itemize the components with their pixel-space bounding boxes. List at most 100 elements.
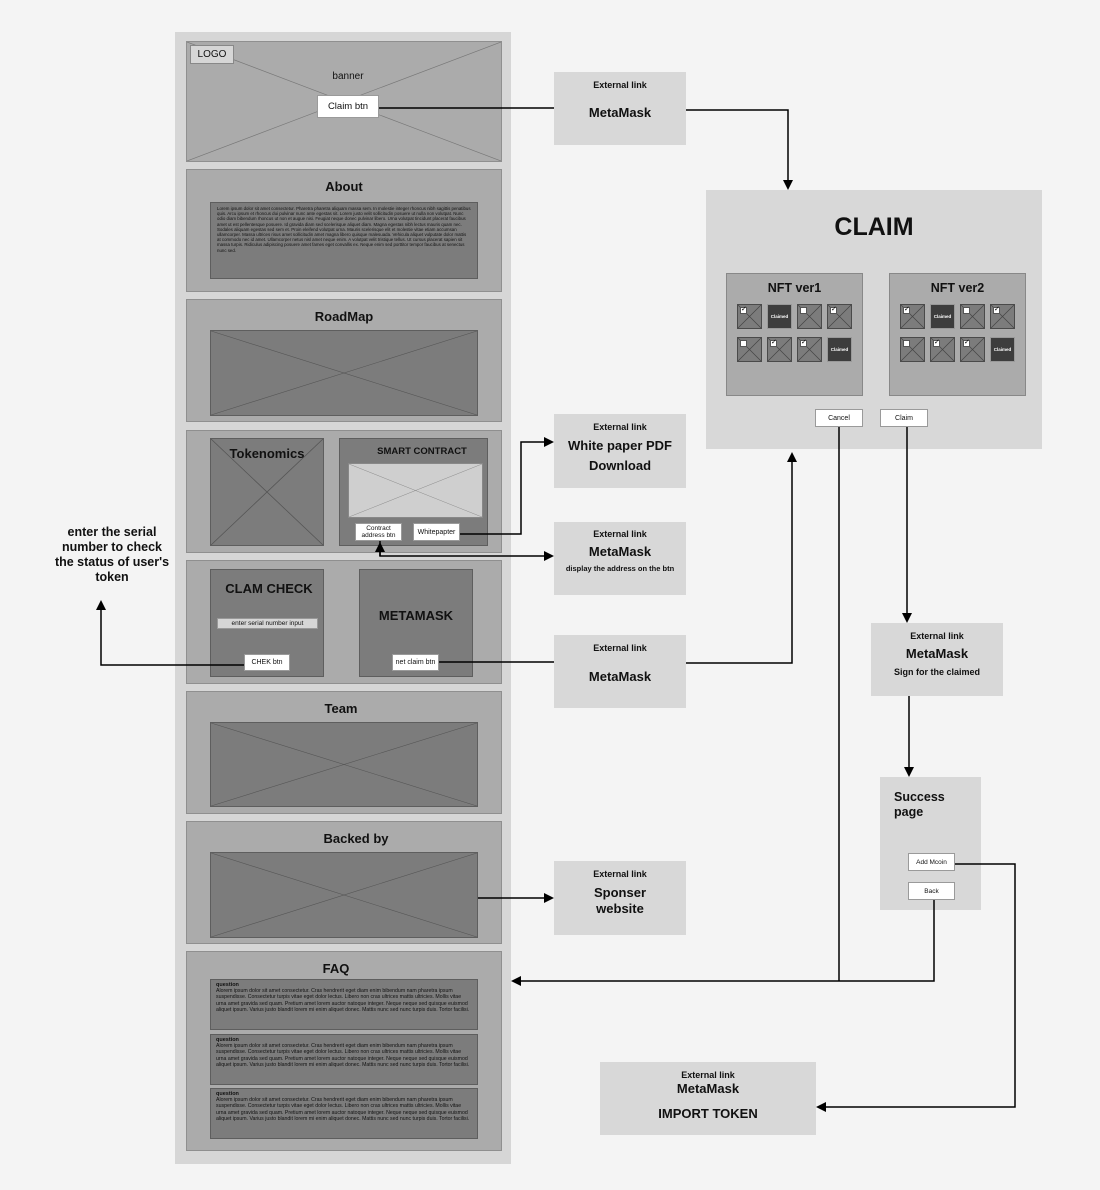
nft-cell[interactable] xyxy=(797,304,822,329)
nft-ver2-title: NFT ver2 xyxy=(930,281,985,295)
nft-cell[interactable] xyxy=(900,337,925,362)
nft-claimed-cell[interactable]: Claimed xyxy=(990,337,1015,362)
nft-cell[interactable] xyxy=(900,304,925,329)
team-image xyxy=(210,722,478,807)
checked-checkbox[interactable] xyxy=(800,338,807,347)
sign-claimed-note: Sign for the claimed xyxy=(893,667,980,677)
nft-ver1-panel xyxy=(726,273,863,396)
backed-by-image xyxy=(210,852,478,938)
external-metamask-address[interactable]: External link MetaMask display the addre… xyxy=(554,522,686,595)
checked-checkbox[interactable] xyxy=(740,305,747,314)
smart-contract-title: SMART CONTRACT xyxy=(377,446,467,457)
add-mcoin-button[interactable]: Add Mcoin xyxy=(908,853,955,871)
faq-item[interactable]: question Alorem ipsum dolor sit amet con… xyxy=(210,1088,478,1139)
faq-answer: Alorem ipsum dolor sit amet consectetur.… xyxy=(216,988,470,1013)
nft-cell[interactable] xyxy=(767,337,792,362)
claim-button[interactable]: Claim btn xyxy=(317,95,379,118)
tokenomics-title: Tokenomics xyxy=(229,446,305,461)
nft-cell[interactable] xyxy=(930,337,955,362)
display-address-note: display the address on the btn xyxy=(565,564,675,573)
checkbox[interactable] xyxy=(800,307,807,314)
nft-cell[interactable] xyxy=(990,304,1015,329)
faq-answer: Alorem ipsum dolor sit amet consectetur.… xyxy=(216,1043,470,1068)
roadmap-title: RoadMap xyxy=(314,309,374,324)
checkbox[interactable] xyxy=(903,340,910,347)
nft-claimed-cell[interactable]: Claimed xyxy=(767,304,792,329)
nft-cell[interactable] xyxy=(827,304,852,329)
whitepaper-button[interactable]: Whitepapter xyxy=(413,523,460,541)
arrow-net-claim-to-claim-panel xyxy=(686,452,797,664)
claim-title: CLAIM xyxy=(834,213,914,241)
external-link-label: External link xyxy=(593,643,647,653)
external-metamask-claim[interactable]: External link MetaMask xyxy=(554,72,686,145)
net-claim-button[interactable]: net claim btn xyxy=(392,654,439,671)
checked-checkbox[interactable] xyxy=(963,338,970,347)
nft-claimed-cell[interactable]: Claimed xyxy=(827,337,852,362)
smart-contract-image xyxy=(348,463,483,518)
external-metamask-sign[interactable]: External link MetaMask Sign for the clai… xyxy=(871,623,1003,696)
website-label: website xyxy=(596,901,644,916)
external-metamask-net-claim[interactable]: External link MetaMask xyxy=(554,635,686,708)
claim-check-title: CLAM CHECK xyxy=(225,581,313,596)
faq-answer: Alorem ipsum dolor sit amet consectetur.… xyxy=(216,1097,470,1122)
serial-number-input[interactable]: enter serial number input xyxy=(217,618,318,629)
external-link-label: External link xyxy=(681,1070,735,1080)
external-link-label: External link xyxy=(593,80,647,90)
external-link-label: External link xyxy=(593,869,647,879)
nft-ver2-panel xyxy=(889,273,1026,396)
about-text: Lorem ipsum dolor sit amet consectetur. … xyxy=(210,202,478,279)
nft-cell[interactable] xyxy=(797,337,822,362)
checked-checkbox[interactable] xyxy=(903,305,910,314)
metamask-label: MetaMask xyxy=(905,646,969,661)
serial-check-annotation: enter the serial number to check the sta… xyxy=(54,525,170,584)
back-button[interactable]: Back xyxy=(908,882,955,900)
import-token-label: IMPORT TOKEN xyxy=(658,1106,758,1121)
metamask-label: MetaMask xyxy=(588,544,652,559)
nft-cell[interactable] xyxy=(960,337,985,362)
nft-cell[interactable] xyxy=(737,304,762,329)
cancel-button[interactable]: Cancel xyxy=(815,409,863,427)
external-metamask-import[interactable]: External link MetaMask IMPORT TOKEN xyxy=(600,1062,816,1135)
backed-by-title: Backed by xyxy=(323,831,389,846)
checked-checkbox[interactable] xyxy=(830,305,837,314)
nft-cell[interactable] xyxy=(737,337,762,362)
metamask-panel-title: METAMASK xyxy=(378,608,454,623)
arrow-metamask-to-claim-panel xyxy=(686,109,793,190)
check-button[interactable]: CHEK btn xyxy=(244,654,290,671)
faq-item[interactable]: question Alorem ipsum dolor sit amet con… xyxy=(210,1034,478,1085)
claim-confirm-button[interactable]: Claim xyxy=(880,409,928,427)
faq-question: question xyxy=(216,1037,239,1043)
tokenomics-chart xyxy=(210,438,324,546)
contract-address-button[interactable]: Contract address btn xyxy=(355,523,402,541)
external-link-label: External link xyxy=(910,631,964,641)
faq-question: question xyxy=(216,1091,239,1097)
checked-checkbox[interactable] xyxy=(933,338,940,347)
team-title: Team xyxy=(324,701,358,716)
external-link-label: External link xyxy=(593,529,647,539)
logo[interactable]: LOGO xyxy=(190,45,234,64)
sponser-label: Sponser xyxy=(593,885,646,900)
nft-ver1-title: NFT ver1 xyxy=(767,281,822,295)
checked-checkbox[interactable] xyxy=(993,305,1000,314)
external-sponser-website[interactable]: External link Sponser website xyxy=(554,861,686,935)
about-title: About xyxy=(325,179,363,194)
external-whitepaper-pdf[interactable]: External link White paper PDF Download xyxy=(554,414,686,488)
nft-claimed-cell[interactable]: Claimed xyxy=(930,304,955,329)
metamask-label: MetaMask xyxy=(588,669,652,684)
roadmap-image xyxy=(210,330,478,416)
faq-item[interactable]: question Alorem ipsum dolor sit amet con… xyxy=(210,979,478,1030)
nft-cell[interactable] xyxy=(960,304,985,329)
checkbox[interactable] xyxy=(963,307,970,314)
checkbox[interactable] xyxy=(740,340,747,347)
metamask-label: MetaMask xyxy=(588,105,652,120)
external-link-label: External link xyxy=(593,422,647,432)
banner-label: banner xyxy=(332,71,364,82)
download-label: Download xyxy=(588,458,652,473)
faq-title: FAQ xyxy=(322,961,350,976)
whitepaper-pdf-label: White paper PDF xyxy=(567,438,672,453)
metamask-label: MetaMask xyxy=(676,1081,740,1096)
success-title: Success page xyxy=(894,790,945,819)
checked-checkbox[interactable] xyxy=(770,338,777,347)
faq-question: question xyxy=(216,982,239,988)
